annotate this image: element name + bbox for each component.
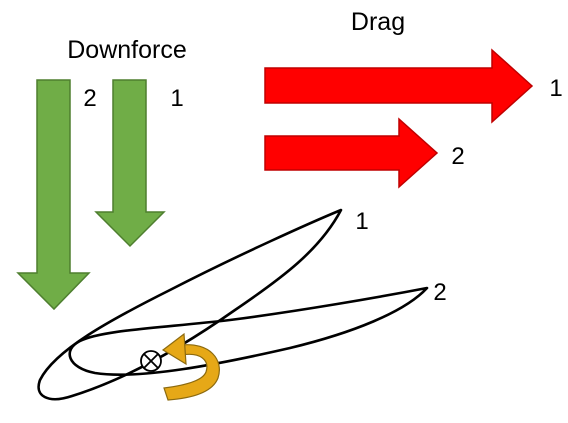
downforce-arrow-small-label: 1 [170, 85, 183, 112]
downforce-arrow-small [94, 79, 166, 248]
wing-profile-1-label: 1 [355, 208, 368, 235]
drag-arrow-large [264, 48, 534, 124]
drag-title: Drag [351, 8, 405, 36]
curved-rotation-arrow-icon [161, 332, 220, 401]
rotation-arrow-band [163, 344, 220, 401]
downforce-arrow-large-label: 2 [83, 85, 96, 112]
downforce-arrow-large [16, 79, 91, 311]
drag-arrow-large-label: 1 [549, 75, 562, 102]
pivot-axis-icon [140, 350, 162, 372]
drag-arrow-small [264, 117, 439, 189]
drag-arrow-small-label: 2 [451, 143, 464, 170]
wing-profile-2 [68, 286, 429, 376]
wing-profile-1 [37, 208, 343, 401]
rotation-arrowhead [161, 332, 187, 366]
wing-profile-2-label: 2 [433, 279, 446, 306]
downforce-title: Downforce [67, 36, 187, 64]
